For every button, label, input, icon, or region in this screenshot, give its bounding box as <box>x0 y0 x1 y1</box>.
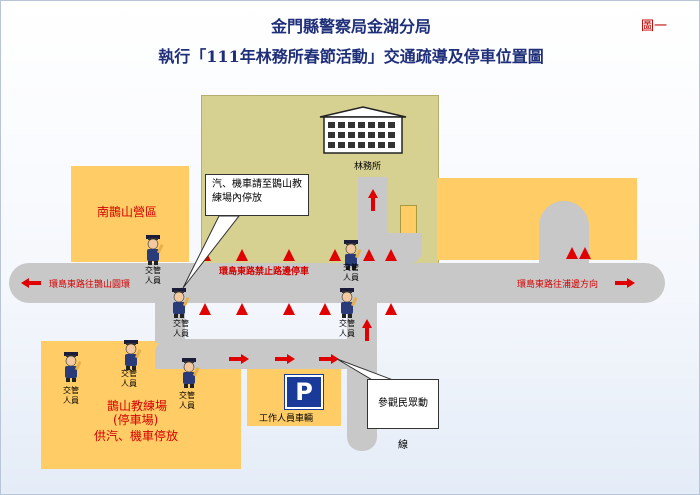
parking-sign-icon: P <box>284 374 324 410</box>
officer-label: 交管人員 <box>121 369 137 389</box>
officer-label-line-2: 人員 <box>121 379 137 388</box>
officer-label-line-1: 交管 <box>121 369 137 378</box>
traffic-officer-icon <box>146 235 164 265</box>
officer-label: 交管人員 <box>173 319 189 339</box>
no-parking-label: 環島東路禁止路邊停車 <box>219 267 310 277</box>
officer-label: 交管人員 <box>63 386 79 406</box>
traffic-cone <box>579 247 591 259</box>
title-line-2: 執行「111年林務所春節活動」交通疏導及停車位置圖 <box>158 47 544 66</box>
traffic-cone <box>566 247 578 259</box>
traffic-officer-icon <box>340 288 358 318</box>
traffic-cone <box>236 249 248 261</box>
park-notice-pointer <box>182 216 240 289</box>
park-notice-callout: 汽、機車請至鵲山教練場內停放 <box>205 174 309 216</box>
officer-label-line-1: 交管 <box>63 386 79 395</box>
inner-arrow-1 <box>229 354 249 364</box>
officer-label: 交管人員 <box>179 391 195 411</box>
traffic-cone <box>236 303 248 315</box>
traffic-officer-icon <box>172 288 190 318</box>
east-zone <box>437 178 637 260</box>
pedestrian-up-arrow <box>362 319 372 341</box>
pedestrian-callout: 參觀民眾動線 <box>367 379 439 451</box>
traffic-cone <box>319 303 331 315</box>
traffic-cone <box>283 249 295 261</box>
forestry-up-arrow <box>368 189 378 211</box>
officer-label-line-2: 人員 <box>339 329 355 338</box>
east-direction-arrow <box>615 278 635 288</box>
forestry-label: 林務所 <box>354 162 382 172</box>
officer-label-line-2: 人員 <box>63 396 79 405</box>
officer-label: 交管人員 <box>145 266 161 286</box>
traffic-cone <box>385 303 397 315</box>
park-notice-text: 汽、機車請至鵲山教練場內停放 <box>212 179 302 204</box>
traffic-officer-icon <box>124 340 142 370</box>
east-road-label: 環島東路往浦邊方向 <box>517 280 599 290</box>
traffic-cone <box>283 303 295 315</box>
inner-arrow-3 <box>319 354 339 364</box>
nanheshan-zone <box>71 166 189 262</box>
officer-label-line-2: 人員 <box>173 329 189 338</box>
nanheshan-label: 南鵲山營區 <box>97 205 158 219</box>
figure-number: 圖一 <box>640 19 667 34</box>
officer-label-line-1: 交管 <box>179 391 195 400</box>
training-label-1: 鵲山教練場 <box>107 399 168 413</box>
training-label-2: (停車場) <box>113 413 159 427</box>
traffic-cone <box>199 303 211 315</box>
traffic-cone <box>385 249 397 261</box>
staff-parking-label: 工作人員車輛 <box>259 414 314 424</box>
forestry-building-icon <box>319 106 407 154</box>
officer-label: 交管人員 <box>339 319 355 339</box>
traffic-officer-icon <box>344 240 362 270</box>
officer-label-line-1: 交管 <box>145 266 161 275</box>
traffic-officer-icon <box>182 358 200 388</box>
west-direction-arrow <box>21 278 41 288</box>
officer-label-line-2: 人員 <box>343 273 359 282</box>
officer-label-line-1: 交管 <box>343 263 359 272</box>
inner-arrow-2 <box>275 354 295 364</box>
officer-label-line-1: 交管 <box>339 319 355 328</box>
officer-label-line-1: 交管 <box>173 319 189 328</box>
officer-label: 交管人員 <box>343 263 359 283</box>
west-road-label: 環島東路往鵲山圓環 <box>49 280 131 290</box>
officer-label-line-2: 人員 <box>145 276 161 285</box>
title-line-1: 金門縣警察局金湖分局 <box>270 17 431 36</box>
pedestrian-callout-text: 參觀民眾動線 <box>378 398 428 451</box>
traffic-officer-icon <box>64 352 82 382</box>
officer-label-line-2: 人員 <box>179 401 195 410</box>
training-label-3: 供汽、機車停放 <box>94 429 179 443</box>
traffic-cone <box>363 249 375 261</box>
traffic-cone <box>329 249 341 261</box>
main-road <box>9 263 665 303</box>
